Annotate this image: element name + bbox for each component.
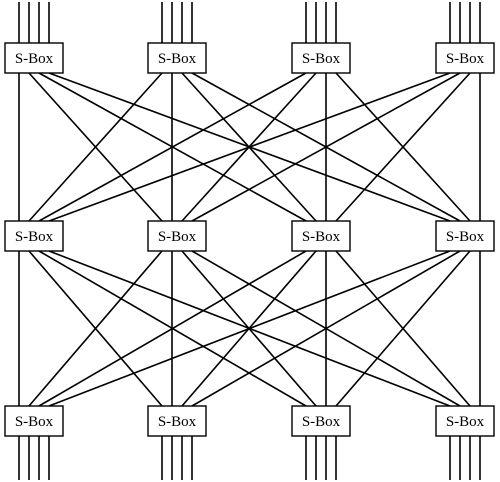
- sbox-label: S-Box: [158, 414, 197, 430]
- sbox-frame: [291, 42, 351, 74]
- sbox-r1-c4: S-Box: [435, 42, 495, 74]
- permutation-wire: [38, 72, 307, 222]
- permutation-wire: [191, 72, 461, 222]
- sbox-r3-c1: S-Box: [4, 405, 64, 437]
- sbox-r3-c2: S-Box: [147, 405, 207, 437]
- sbox-r2-c4: S-Box: [435, 220, 495, 252]
- sbox-label: S-Box: [302, 229, 341, 245]
- permutation-wire: [48, 250, 451, 407]
- permutation-wire: [335, 72, 471, 222]
- sbox-r2-c2: S-Box: [147, 220, 207, 252]
- sbox-frame: [291, 220, 351, 252]
- sbox-frame: [4, 220, 64, 252]
- sbox-r1-c3: S-Box: [291, 42, 351, 74]
- sbox-r1-c2: S-Box: [147, 42, 207, 74]
- sbox-frame: [435, 220, 495, 252]
- sbox-frame: [435, 405, 495, 437]
- sbox-frame: [4, 42, 64, 74]
- sbox-label: S-Box: [302, 51, 341, 67]
- sbox-label: S-Box: [446, 229, 485, 245]
- permutation-wire: [28, 72, 163, 222]
- sbox-r1-c1: S-Box: [4, 42, 64, 74]
- sbox-label: S-Box: [446, 51, 485, 67]
- sbox-label: S-Box: [446, 414, 485, 430]
- sbox-label: S-Box: [158, 229, 197, 245]
- sbox-r3-c4: S-Box: [435, 405, 495, 437]
- permutation-wire: [335, 250, 471, 407]
- sbox-frame: [4, 405, 64, 437]
- sbox-frame: [291, 405, 351, 437]
- wires-layer: [18, 2, 481, 480]
- sbox-r2-c1: S-Box: [4, 220, 64, 252]
- sbox-frame: [147, 220, 207, 252]
- sbox-label: S-Box: [15, 229, 54, 245]
- sbox-frame: [435, 42, 495, 74]
- sbox-label: S-Box: [15, 414, 54, 430]
- sbox-frame: [147, 405, 207, 437]
- sbox-r2-c3: S-Box: [291, 220, 351, 252]
- permutation-wire: [48, 72, 451, 222]
- sbox-label: S-Box: [158, 51, 197, 67]
- sbox-r3-c3: S-Box: [291, 405, 351, 437]
- sbox-label: S-Box: [302, 414, 341, 430]
- permutation-wire: [38, 250, 307, 407]
- sbox-frame: [147, 42, 207, 74]
- sbox-label: S-Box: [15, 51, 54, 67]
- permutation-wire: [28, 250, 163, 407]
- permutation-wire: [191, 250, 461, 407]
